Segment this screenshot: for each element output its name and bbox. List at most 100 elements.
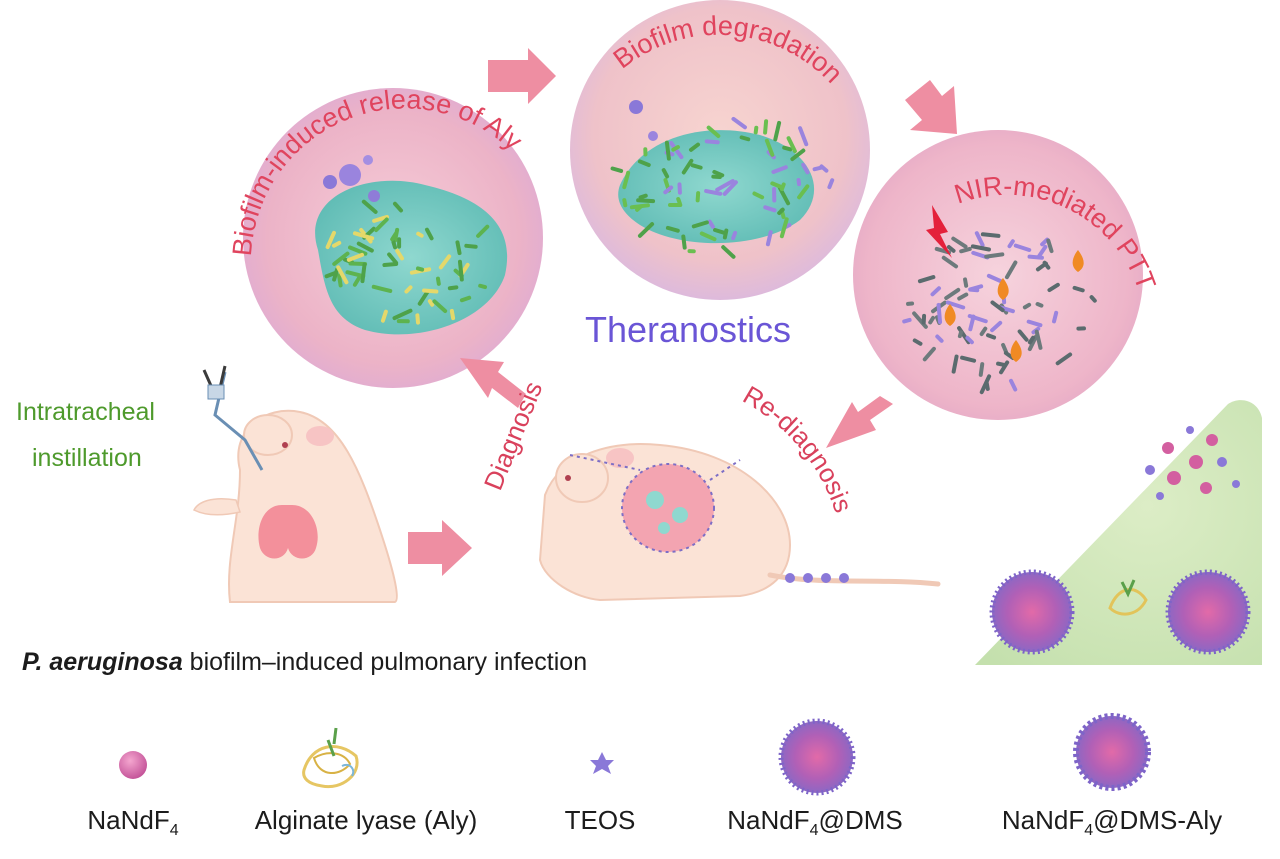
- bacterium-rod: [763, 119, 769, 135]
- flame-icon: [1010, 340, 1022, 362]
- bacterium-rod: [1052, 310, 1059, 324]
- bacterium-rod: [786, 136, 797, 154]
- bacterium-rod: [663, 185, 674, 195]
- bacterium-rod: [476, 224, 490, 238]
- bacterium-rod: [1076, 326, 1086, 331]
- bacterium-rod: [396, 319, 410, 324]
- bacterium-rod: [765, 230, 773, 247]
- bacterium-rod: [643, 147, 648, 157]
- bacterium-rod: [706, 125, 721, 138]
- bacterium-rod: [1004, 260, 1018, 280]
- bacterium-rod: [930, 286, 941, 297]
- bacterium-rod: [764, 138, 775, 157]
- stage-release-circle: [243, 88, 543, 388]
- bacterium-rod: [990, 320, 1003, 333]
- bacterium-rod: [1022, 302, 1032, 310]
- bacterium-rod: [637, 222, 655, 238]
- bacterium-rod: [935, 334, 944, 343]
- bacterium-rod: [771, 165, 788, 174]
- bacterium-rod: [999, 360, 1010, 375]
- bacterium-rod: [721, 245, 736, 259]
- bacterium-rod: [1027, 335, 1036, 345]
- bacterium-rod: [449, 308, 456, 321]
- panel-nanoparticles: [1145, 426, 1240, 500]
- bacterium-rod: [763, 205, 777, 213]
- bacterium-rod: [712, 169, 725, 178]
- arrow-release-to-degradation: [488, 48, 556, 104]
- bacterium-rod: [664, 140, 671, 161]
- stage-ptt-circle: [853, 130, 1143, 420]
- bacterium-rod: [361, 199, 378, 214]
- loaded-nanoparticle-icon: [1073, 713, 1151, 791]
- tail-nanoparticles: [785, 573, 849, 583]
- bacterium-rod: [986, 333, 997, 340]
- bacterium-rod: [331, 240, 342, 248]
- bacterium-rod: [392, 201, 404, 213]
- bacterium-rod: [382, 261, 399, 268]
- panel-dms-particle: [1165, 569, 1251, 655]
- bacterium-rod: [346, 252, 365, 262]
- bacterium-rod: [1026, 319, 1043, 328]
- bacterium-rod: [801, 162, 810, 175]
- tail-dot: [803, 573, 813, 583]
- bacterium-rod: [1047, 282, 1060, 293]
- bacterium-rod: [455, 240, 462, 256]
- bacterium-rod: [661, 168, 670, 179]
- bacterium-rod: [395, 248, 404, 261]
- bacterium-rod: [1072, 285, 1085, 293]
- bacterium-rod: [1035, 261, 1048, 272]
- nanoparticle-sphere-icon: [119, 751, 147, 779]
- panel-particle: [1189, 455, 1203, 469]
- bacterium-rod: [731, 230, 738, 241]
- bacterium-rod: [336, 265, 349, 285]
- bacterium-rod: [392, 308, 413, 321]
- bacterium-rod: [464, 243, 478, 249]
- bacterium-rod: [917, 275, 936, 284]
- panel-particle: [1162, 442, 1174, 454]
- bacterium-rod: [944, 287, 961, 301]
- bacterium-rod: [622, 170, 631, 190]
- bacterium-rod: [397, 237, 402, 249]
- bacterium-rod: [390, 231, 398, 242]
- bacterium-rod: [957, 292, 969, 301]
- bacterium-rod: [1013, 243, 1032, 252]
- bacterium-rod: [424, 227, 434, 241]
- panel-particle: [1167, 471, 1181, 485]
- bacterium-rod: [980, 232, 1001, 238]
- bacterium-rod: [922, 346, 936, 362]
- bacterium-rod: [435, 276, 441, 286]
- bacterium-rod: [622, 198, 628, 208]
- bacterium-rod: [665, 225, 680, 233]
- bacterium-rod: [704, 189, 723, 196]
- bacteria-rods-release: [324, 199, 490, 325]
- bacterium-rod: [1017, 329, 1029, 342]
- bacterium-rod: [713, 227, 728, 236]
- bacterium-rod: [796, 178, 802, 187]
- bacterium-rod: [963, 277, 969, 288]
- bacterium-rod: [671, 145, 680, 152]
- panel-particle: [1145, 465, 1155, 475]
- tail-dot: [839, 573, 849, 583]
- bacterium-rod: [352, 275, 361, 287]
- bacterium-rod: [819, 164, 829, 173]
- panel-enzyme: [1108, 579, 1148, 616]
- bacterium-rod: [415, 266, 425, 272]
- mouse-diagnosis: [538, 443, 941, 602]
- bacterium-rod: [959, 246, 972, 254]
- bacterium-rod: [1007, 239, 1015, 249]
- bacterium-rod: [912, 338, 923, 346]
- bacterium-rod: [688, 142, 701, 152]
- bacterium-rod: [722, 180, 738, 196]
- bacterium-rod: [374, 217, 389, 233]
- flame-icon: [944, 304, 956, 326]
- bacterium-rod: [827, 178, 835, 190]
- bacterium-rod: [798, 126, 809, 147]
- instillation-line1: Intratracheal: [16, 398, 155, 426]
- legend: NaNdF4 Alginate lyase (Aly) TEOS NaNdF4@…: [87, 713, 1222, 839]
- bacterium-rod: [1008, 378, 1018, 392]
- bacterium-rod: [699, 231, 717, 242]
- flame-icon: [1072, 250, 1084, 272]
- bacteria-rods-degradation: [610, 116, 835, 259]
- bacterium-rod: [610, 166, 624, 173]
- bacterium-rod: [946, 245, 956, 253]
